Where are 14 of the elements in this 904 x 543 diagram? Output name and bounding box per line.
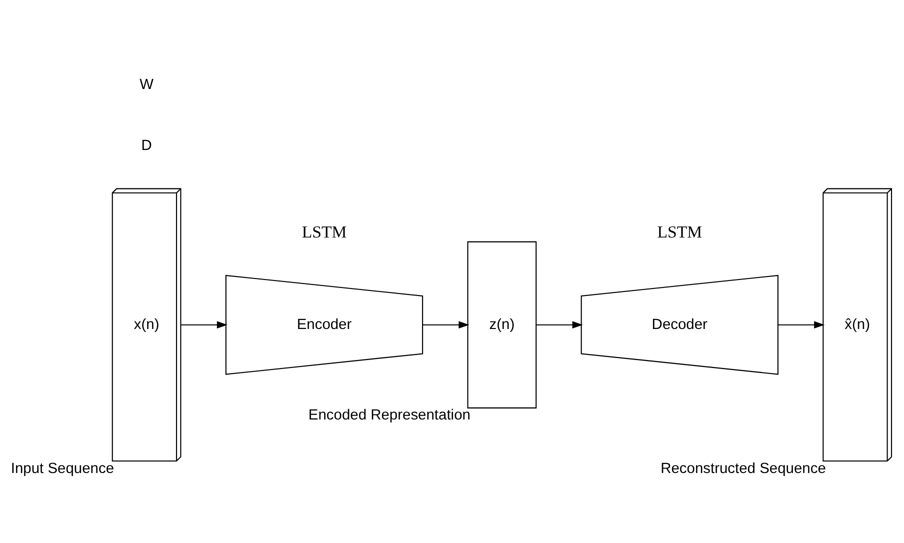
arrow [778, 321, 825, 329]
node-label: Reconstructed Sequence [660, 460, 826, 477]
label: D [141, 138, 152, 154]
label: W [140, 77, 154, 94]
node-label: Encoded Representation [308, 408, 470, 424]
node-box: Encoder [225, 274, 424, 375]
arrow [536, 321, 583, 329]
arrow [422, 321, 470, 329]
node-label: Input Sequence [10, 460, 114, 477]
label: LSTM [657, 222, 702, 242]
node-box: Decoder [580, 274, 778, 375]
node-box: z(n) [467, 241, 537, 408]
arrow [181, 321, 228, 329]
label: LSTM [302, 222, 347, 242]
